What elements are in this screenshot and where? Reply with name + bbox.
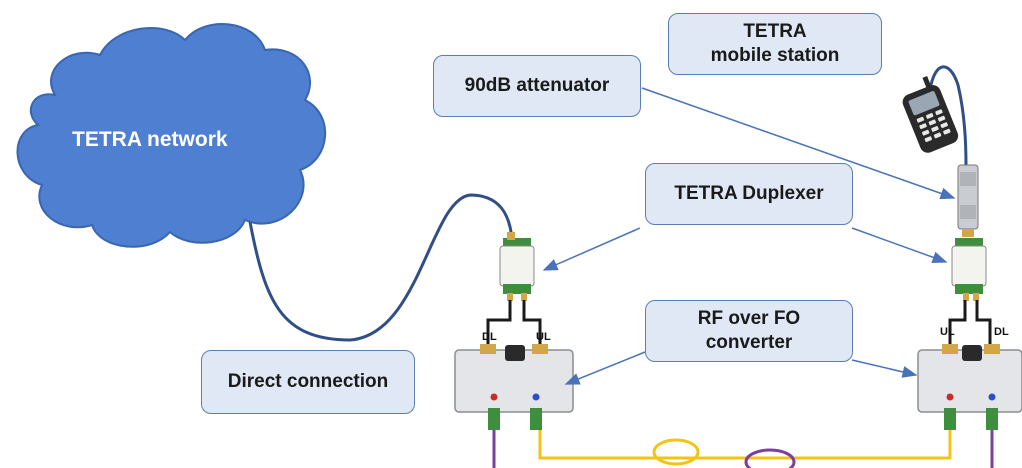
port-label-ul-left: UL [536,331,551,343]
attenuator-label-text: 90dB attenuator [464,75,610,97]
arrow-converter-right [851,359,918,378]
fiber-purple-coil [744,448,796,468]
converter-label-line2: converter [705,332,793,353]
mobile-label-line2: mobile station [710,45,840,66]
mobile-phone-icon [902,76,959,153]
coax-cable-right [928,65,968,166]
fiber-transceiver-icon [917,344,1022,430]
port-label-ul-right: UL [940,326,955,338]
fiber-yellow-coil [652,438,700,466]
converter-label: RF over FO converter [645,300,853,362]
port-label-dl-left: DL [482,331,497,343]
direct-connection-text: Direct connection [227,371,389,393]
arrow-duplexer-left [542,227,641,271]
duplexer-module-icon [951,238,987,301]
fiber-transceiver-icon [454,344,574,430]
arrow-duplexer-right [851,227,948,264]
port-label-dl-right: DL [994,326,1009,338]
duplexer-label-text: TETRA Duplexer [674,183,824,205]
attenuator-label: 90dB attenuator [433,55,641,117]
coax-cable-left [248,193,514,342]
direct-connection-label: Direct connection [201,350,415,414]
converter-label-line1: RF over FO [697,308,801,330]
duplexer-module-icon [499,232,535,301]
coax-dl-right [975,300,992,350]
arrow-converter-left [564,351,646,385]
fiber-yellow [538,430,952,460]
tetra-network-cloud [16,23,327,248]
coax-ul-left [522,300,542,350]
mobile-label-line1: TETRA [743,21,807,43]
mobile-station-label: TETRA mobile station [668,13,882,75]
coax-dl-left [486,300,512,350]
duplexer-label: TETRA Duplexer [645,163,853,225]
fiber-purple [492,430,994,468]
cloud-label: TETRA network [72,128,228,151]
coax-ul-right [948,300,967,350]
attenuator-icon [957,164,979,237]
arrow-attenuator [641,87,956,200]
